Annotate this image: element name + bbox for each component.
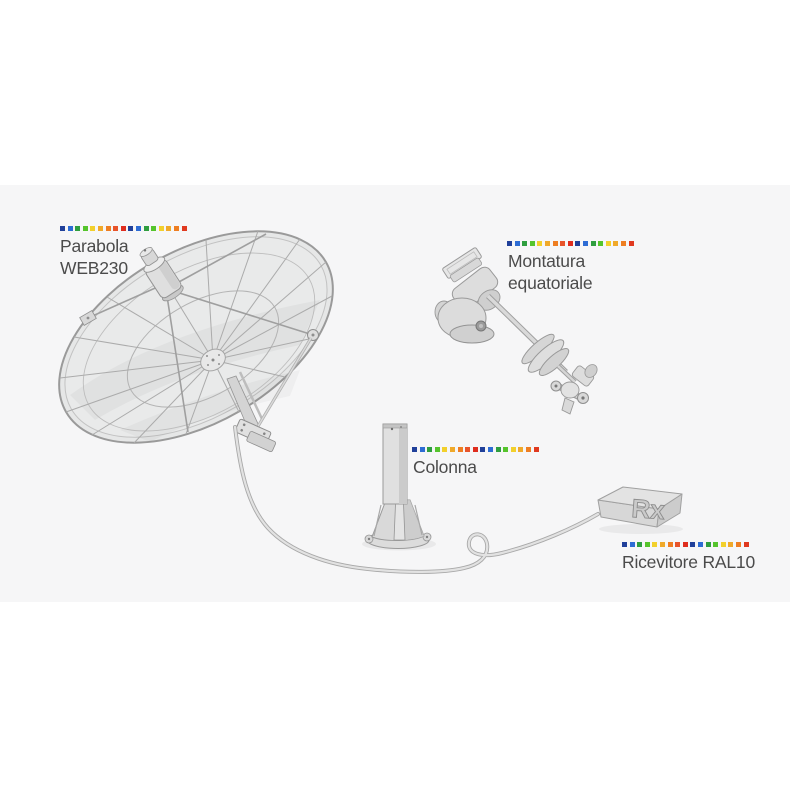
dish-hub (200, 348, 226, 372)
rx-badge: Rx (631, 493, 667, 525)
montatura-label: Montatura equatoriale (508, 251, 593, 293)
ricevitore-label: Ricevitore RAL10 (622, 552, 755, 572)
equatorial-mount-illustration (434, 247, 598, 415)
column-illustration (362, 423, 436, 551)
rim-fittings (79, 310, 319, 341)
receiver-box-illustration: Rx (597, 486, 683, 534)
ricevitore-color-strip (622, 542, 749, 547)
montatura-color-strip (507, 241, 634, 246)
dish-rear-support (226, 337, 313, 453)
colonna-label: Colonna (413, 457, 477, 477)
feed-horn-icon (139, 247, 184, 302)
parabola-label: Parabola WEB230 (60, 236, 129, 278)
colonna-color-strip (412, 447, 539, 452)
feed-struts (87, 233, 314, 433)
parabola-color-strip (60, 226, 187, 231)
coax-cable (233, 425, 600, 574)
parabola-dish-illustration (58, 230, 334, 453)
